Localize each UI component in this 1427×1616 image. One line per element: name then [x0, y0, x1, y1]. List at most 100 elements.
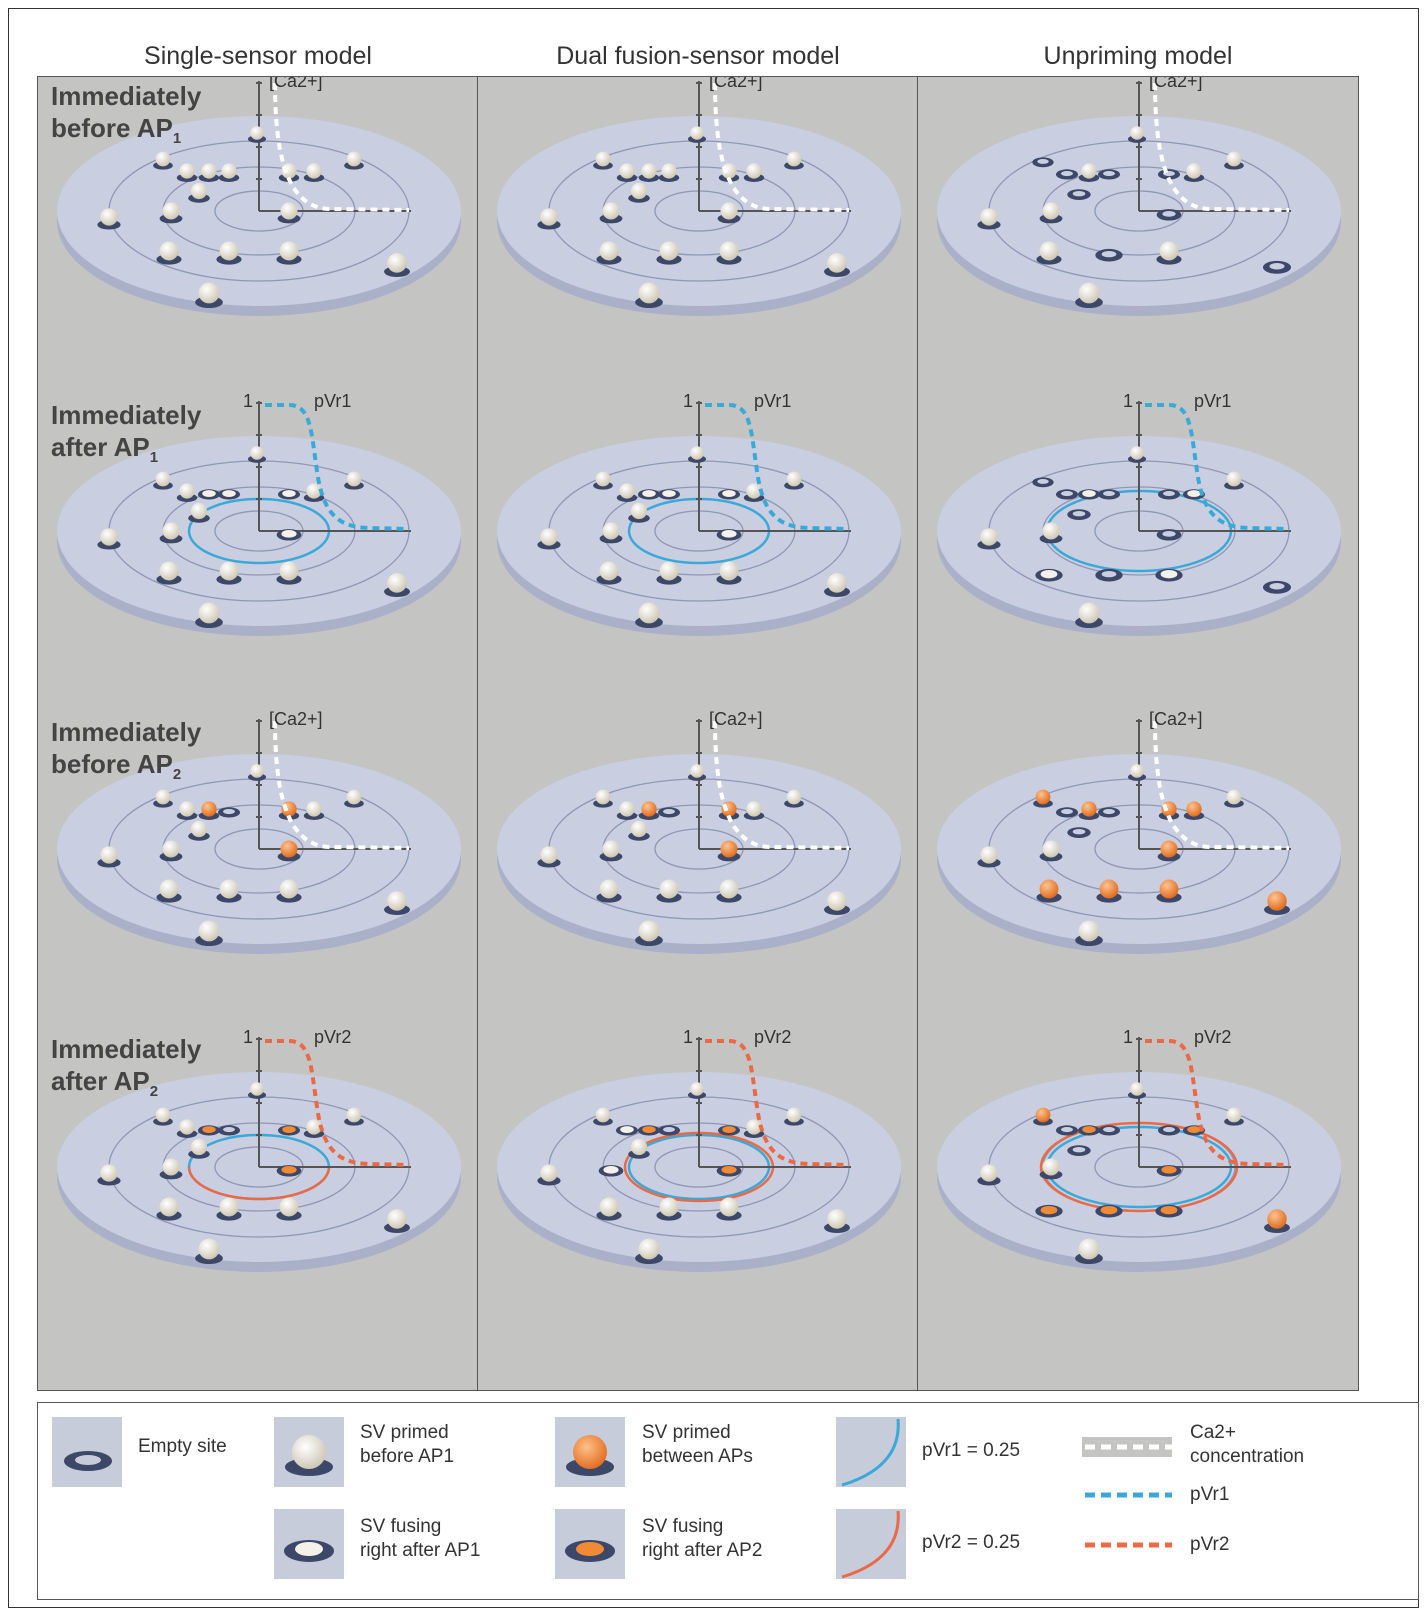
sv-primed-before-ap1	[1039, 241, 1059, 261]
sv-primed-between-aps	[1035, 1107, 1051, 1123]
pvr2-axis-label: pVr2	[314, 1027, 352, 1047]
legend-sv-fusing-ap2: SV fusing right after AP2	[642, 1516, 763, 1561]
sv-primed-before-ap1	[540, 1164, 558, 1182]
sv-primed-before-ap1	[638, 1238, 660, 1260]
sv-primed-before-ap1	[1078, 920, 1100, 942]
sv-primed-before-ap1	[162, 202, 180, 220]
legend-pvr1: pVr1	[1190, 1484, 1230, 1505]
sv-primed-before-ap1	[659, 879, 679, 899]
sv-fusing-after-ap1	[281, 530, 297, 538]
disc-scene	[937, 719, 1341, 954]
disc-scene	[497, 719, 901, 954]
sv-fusing-after-ap2	[1187, 1126, 1201, 1133]
empty-site-hole	[1163, 1127, 1175, 1133]
sv-primed-before-ap1	[540, 846, 558, 864]
sv-primed-before-ap1	[827, 1209, 847, 1229]
ca-concentration-curve	[1153, 82, 1290, 212]
empty-site-icon	[52, 1417, 122, 1487]
pvr2-ring	[187, 1166, 331, 1201]
sv-primed-between-aps	[1159, 879, 1179, 899]
sv-primed-between-aps	[720, 840, 738, 858]
ca-axis-label: [Ca2+]	[1149, 709, 1203, 729]
sv-primed-between-aps	[1186, 801, 1202, 817]
empty-site-hole	[1103, 171, 1115, 177]
empty-site-hole	[663, 809, 675, 815]
sv-primed-before-ap1	[250, 764, 264, 778]
empty-site-hole	[1061, 809, 1073, 815]
empty-site-hole	[1269, 263, 1285, 270]
sv-primed-before-ap1	[619, 483, 635, 499]
sv-fusing-after-ap1	[202, 490, 216, 497]
ca-concentration-curve	[273, 82, 410, 212]
sv-primed-before-ap1	[719, 879, 739, 899]
sv-primed-before-ap1	[250, 446, 264, 460]
sv-primed-before-ap1	[159, 241, 179, 261]
sv-primed-between-aps	[201, 801, 217, 817]
sv-primed-between-aps	[1267, 891, 1287, 911]
ca-axis-label: [Ca2+]	[709, 709, 763, 729]
sv-primed-before-ap1	[159, 879, 179, 899]
sv-primed-before-ap1	[219, 1197, 239, 1217]
sv-primed-before-ap1	[1078, 282, 1100, 304]
sv-primed-before-ap1	[155, 471, 171, 487]
column-title-dual-fusion-sensor: Dual fusion-sensor model	[556, 42, 840, 70]
pvr1-ring-icon	[836, 1417, 906, 1487]
sv-primed-before-ap1	[1130, 1082, 1144, 1096]
sv-primed-before-ap1	[100, 208, 118, 226]
sv-primed-before-ap1	[602, 840, 620, 858]
sv-primed-before-ap1	[630, 1138, 648, 1156]
sv-primed-before-ap1	[219, 879, 239, 899]
ca-concentration-curve	[273, 720, 410, 850]
sv-primed-before-ap1	[1078, 1238, 1100, 1260]
sv-primed-before-ap1	[619, 163, 635, 179]
axis-one-label: 1	[243, 391, 254, 411]
scene-svg	[497, 81, 901, 1272]
sv-primed-before-ap1	[219, 241, 239, 261]
sv-fusing-ap1-icon	[274, 1509, 344, 1579]
disc-scene	[937, 81, 1341, 316]
sv-primed-between-icon	[555, 1417, 625, 1487]
figure-frame	[8, 8, 1419, 1608]
sv-primed-before-ap1	[786, 151, 802, 167]
sv-primed-before-ap1	[306, 801, 322, 817]
sv-primed-before-ap1	[1042, 840, 1060, 858]
empty-site-hole	[1072, 1147, 1086, 1153]
sv-fusing-after-ap1	[722, 490, 736, 497]
sv-primed-before-ap1	[827, 891, 847, 911]
pvr2-curve	[705, 1039, 850, 1167]
sv-primed-before-ap1	[719, 241, 739, 261]
empty-site-hole	[223, 1127, 235, 1133]
sv-primed-before-ap1	[279, 1197, 299, 1217]
sv-primed-between-aps	[1035, 789, 1051, 805]
legend-empty-site: Empty site	[138, 1436, 227, 1457]
legend-ca-concentration: Ca2+ concentration	[1190, 1422, 1305, 1467]
sv-fusing-after-ap2	[1040, 1205, 1058, 1215]
sv-primed-before-ap1	[198, 920, 220, 942]
sv-primed-before-ap1	[599, 1197, 619, 1217]
empty-site-hole	[1163, 491, 1175, 497]
sv-fusing-after-ap1	[222, 490, 236, 497]
sv-primed-before-ap1	[346, 151, 362, 167]
legend-sv-fusing-ap1: SV fusing right after AP1	[360, 1516, 481, 1561]
empty-site-hole	[1101, 251, 1117, 258]
sv-primed-before-ap1	[980, 528, 998, 546]
sv-primed-before-ap1	[980, 208, 998, 226]
ca-concentration-curve	[713, 82, 850, 212]
sv-primed-before-ap1	[190, 182, 208, 200]
pvr1-curve	[265, 403, 410, 531]
sv-primed-before-ap1	[162, 1158, 180, 1176]
sv-fusing-after-ap2	[642, 1126, 656, 1133]
sv-primed-before-ap1	[100, 1164, 118, 1182]
sv-fusing-after-ap2	[1082, 1126, 1096, 1133]
sv-fusing-after-ap1	[603, 1166, 619, 1174]
sv-fusing-after-ap2	[282, 1126, 296, 1133]
sv-primed-before-ap1	[179, 483, 195, 499]
sv-primed-before-ap1	[221, 163, 237, 179]
sv-primed-before-ap1	[162, 522, 180, 540]
ca-concentration-curve	[1153, 720, 1290, 850]
sv-fusing-ap2-icon	[555, 1509, 625, 1579]
empty-site-hole	[1103, 491, 1115, 497]
